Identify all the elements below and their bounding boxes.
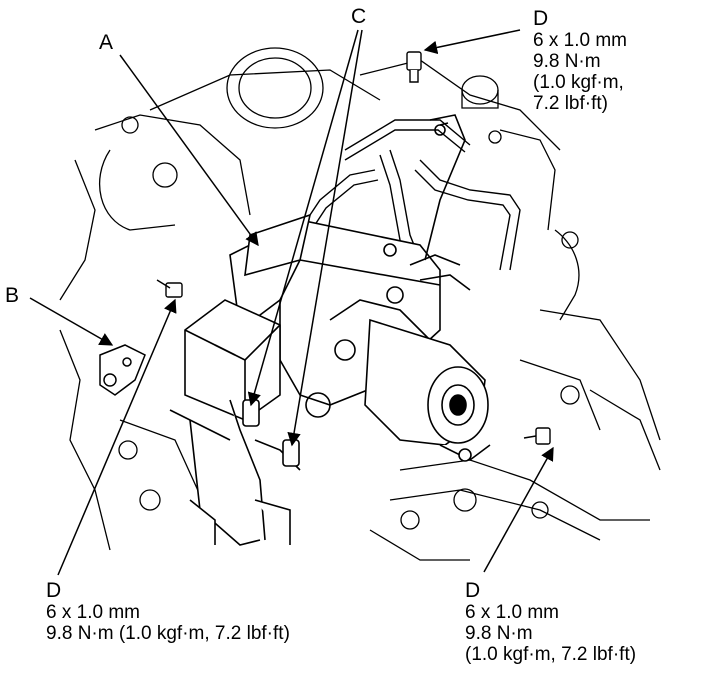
torque-spec: (1.0 kgf·m, 7.2 lbf·ft) [465,644,637,665]
leader-a [119,54,259,247]
torque-kgfm: (1.0 kgf·m, [533,72,624,93]
bracket-b [99,344,146,396]
leader-d-top [423,29,521,55]
leader-c2 [287,29,363,447]
leader-lines [29,29,554,576]
label-d-letter: D [46,579,62,602]
torque-nm: 9.8 N·m [533,51,601,72]
bolt-top-right [406,51,422,83]
torque-spec: 9.8 N·m (1.0 kgf·m, 7.2 lbf·ft) [46,623,290,644]
torque-lbfft: 7.2 lbf·ft) [533,93,608,114]
label-d-letter: D [465,579,481,602]
engine-background [59,47,661,561]
bolt-size: 6 x 1.0 mm [533,30,627,51]
bolt-size: 6 x 1.0 mm [46,602,140,623]
label-d-letter: D [533,7,549,30]
label-d-top-right: D 6 x 1.0 mm 9.8 N·m (1.0 kgf·m, 7.2 lbf… [533,7,627,115]
label-d-bottom-left: D 6 x 1.0 mm 9.8 N·m (1.0 kgf·m, 7.2 lbf… [46,579,290,645]
wiring-connector [169,299,301,546]
leader-c1 [247,29,359,407]
label-d-bottom-right: D 6 x 1.0 mm 9.8 N·m (1.0 kgf·m, 7.2 lbf… [465,579,637,666]
bolt-size: 6 x 1.0 mm [465,602,559,623]
connector-clips [242,399,300,467]
bolt-left [156,279,183,298]
leader-d-right [483,446,554,573]
leader-b [29,297,114,346]
abs-bracket [244,114,466,277]
bolt-right [523,427,551,445]
label-a: A [99,31,114,54]
label-c: C [351,5,367,28]
leader-d-left [57,298,177,576]
abs-pump-motor [364,318,491,462]
label-b: B [5,284,20,307]
torque-nm: 9.8 N·m [465,623,533,644]
